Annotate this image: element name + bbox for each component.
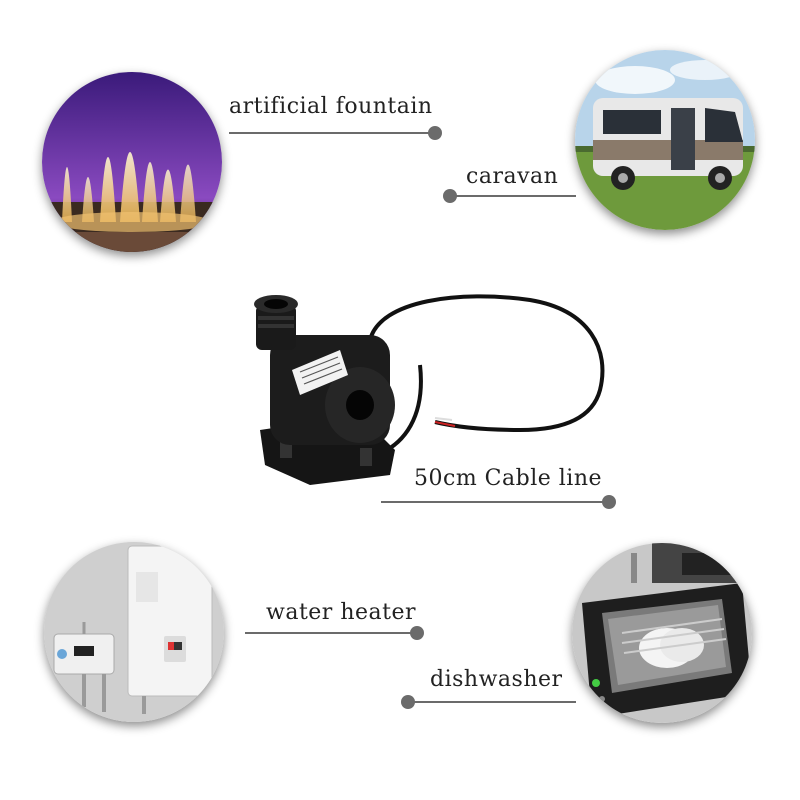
water-pump-image [230,280,630,500]
water-heater-connector-line [245,632,417,634]
fountain-connector-dot [428,126,442,140]
cable-label: 50cm Cable line [414,466,603,491]
fountain-connector-line [229,132,435,134]
dishwasher-connector-dot [401,695,415,709]
caravan-connector-dot [443,189,457,203]
fountain-label: artificial fountain [229,94,433,119]
dishwasher-label: dishwasher [430,667,563,692]
fountain-photo [42,72,222,252]
caravan-photo [575,50,755,230]
cable-connector-line [381,501,609,503]
cable-connector-dot [602,495,616,509]
water-heater-photo [44,542,224,722]
water-heater-connector-dot [410,626,424,640]
caravan-label: caravan [466,164,559,189]
dishwasher-photo [572,543,752,723]
dishwasher-connector-line [413,701,576,703]
water-heater-label: water heater [266,600,416,625]
caravan-connector-line [452,195,576,197]
